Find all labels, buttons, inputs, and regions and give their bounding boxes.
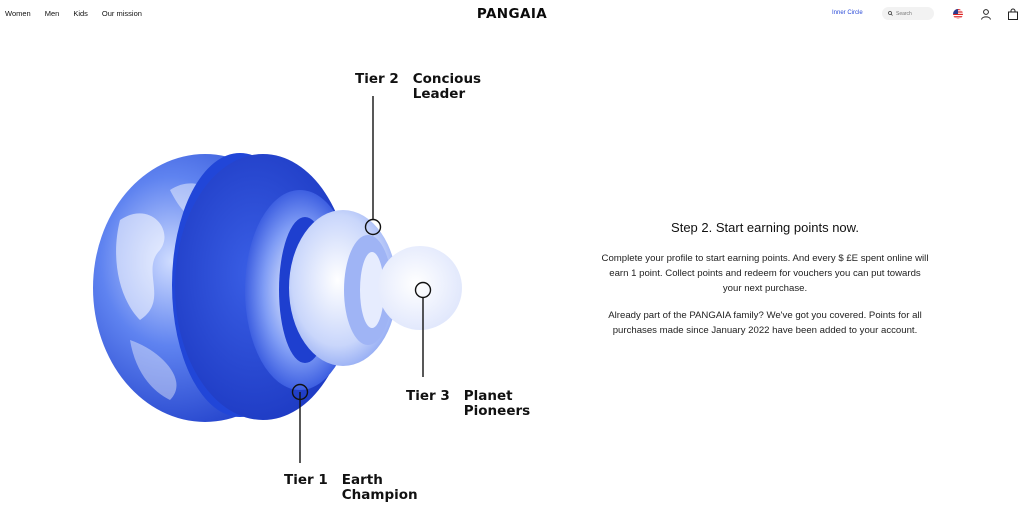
search-box[interactable] xyxy=(882,7,934,20)
earth-inner-core xyxy=(378,246,462,330)
bag-icon[interactable] xyxy=(1007,8,1019,20)
tier-3-marker xyxy=(414,281,432,299)
tier-3-name-line2: Pioneers xyxy=(463,403,531,419)
nav-item-our-mission[interactable]: Our mission xyxy=(101,9,142,18)
tier-2-label: Tier 2 Concious Leader xyxy=(355,72,481,102)
tier-3-name-line1: Planet xyxy=(463,388,513,404)
existing-member-paragraph: Already part of the PANGAIA family? We'v… xyxy=(608,310,922,336)
us-flag-icon[interactable] xyxy=(952,8,964,20)
tier-1-name: Earth Champion xyxy=(342,473,418,503)
step-title: Step 2. Start earning points now. xyxy=(671,220,859,235)
inner-circle-link[interactable]: Inner Circle xyxy=(832,10,863,16)
tier-1-marker xyxy=(291,383,309,401)
site-header: Women Men Kids Our mission PANGAIA Inner… xyxy=(0,0,1024,28)
tier-1-name-line1: Earth xyxy=(341,472,383,488)
tier-2-number: Tier 2 xyxy=(355,71,399,87)
step-content: Step 2. Start earning points now. Comple… xyxy=(600,220,930,350)
account-icon[interactable] xyxy=(980,8,992,20)
tier-1-number: Tier 1 xyxy=(284,472,328,488)
nav-item-women[interactable]: Women xyxy=(5,9,31,18)
tier-2-name: Concious Leader xyxy=(413,72,481,102)
search-input[interactable] xyxy=(896,10,934,17)
earning-points-paragraph: Complete your profile to start earning p… xyxy=(601,253,929,294)
main-nav: Women Men Kids Our mission xyxy=(5,9,142,18)
tier-2-name-line1: Concious xyxy=(412,71,482,87)
nav-item-kids[interactable]: Kids xyxy=(73,9,88,18)
search-icon xyxy=(888,11,893,16)
tier-2-marker xyxy=(364,218,382,236)
earth-layers-graphic xyxy=(93,96,462,463)
tier-3-name: Planet Pioneers xyxy=(464,389,530,419)
logo-wrap: PANGAIA xyxy=(0,6,1024,22)
tier-1-name-line2: Champion xyxy=(341,487,418,503)
tier-1-label: Tier 1 Earth Champion xyxy=(284,473,418,503)
tier-3-number: Tier 3 xyxy=(406,388,450,404)
tier-2-name-line2: Leader xyxy=(412,86,466,102)
tier-3-label: Tier 3 Planet Pioneers xyxy=(406,389,530,419)
earth-tiers-illustration: Tier 2 Concious Leader Tier 3 Planet Pio… xyxy=(0,28,560,520)
nav-item-men[interactable]: Men xyxy=(44,9,60,18)
pangaia-logo[interactable]: PANGAIA xyxy=(476,6,548,22)
